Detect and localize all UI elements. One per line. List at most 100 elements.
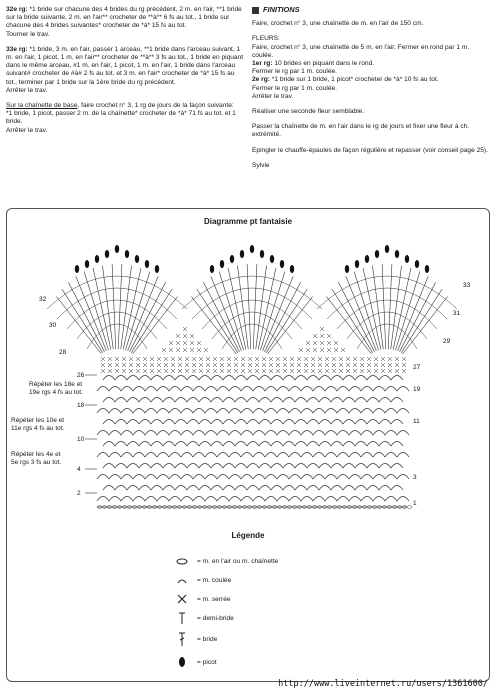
fan-treble bbox=[196, 288, 239, 354]
mesh-arc-row bbox=[96, 452, 410, 458]
row-number-left: 18 bbox=[77, 402, 85, 409]
chain-stitch bbox=[182, 505, 187, 509]
chain-stitch bbox=[127, 505, 132, 509]
sc-cross bbox=[345, 356, 351, 362]
fan-treble bbox=[345, 276, 377, 352]
sc-cross bbox=[198, 362, 204, 368]
sc-cross bbox=[338, 362, 344, 368]
chain-stitch bbox=[317, 505, 322, 509]
sc-cross bbox=[319, 333, 325, 339]
sc-cross bbox=[184, 368, 190, 374]
sc-cross bbox=[359, 368, 365, 374]
fan-treble bbox=[397, 276, 429, 352]
sc-cross bbox=[198, 356, 204, 362]
fan-treble bbox=[255, 265, 267, 350]
sc-cross bbox=[128, 362, 134, 368]
sc-cross bbox=[338, 368, 344, 374]
fan-arch bbox=[316, 275, 458, 310]
fan-arch bbox=[211, 311, 293, 340]
fan-treble bbox=[260, 271, 286, 351]
sc-cross bbox=[121, 362, 127, 368]
chain-stitch bbox=[112, 505, 117, 509]
fan-treble bbox=[191, 296, 237, 355]
mesh-arc-row bbox=[96, 430, 410, 436]
legend-picot: = picot bbox=[167, 657, 217, 667]
row32-text: *1 bride sur chacune des 4 brides du rg … bbox=[6, 6, 242, 30]
picot bbox=[229, 255, 235, 263]
chain-stitch bbox=[347, 505, 352, 509]
sc-cross bbox=[401, 362, 407, 368]
chain-stitch bbox=[262, 505, 267, 509]
chain-stitch bbox=[222, 505, 227, 509]
chain-stitch bbox=[337, 505, 342, 509]
sc-cross bbox=[177, 362, 183, 368]
chain-stitch bbox=[407, 505, 412, 509]
sc-cross bbox=[387, 356, 393, 362]
sc-cross bbox=[156, 362, 162, 368]
sc-cross bbox=[163, 368, 169, 374]
chain-stitch bbox=[247, 505, 252, 509]
sc-cross bbox=[333, 340, 339, 346]
row33-text: *1 bride, 3 m. en l'air, passer 1 arceau… bbox=[6, 45, 244, 86]
picot bbox=[209, 265, 215, 273]
fan-arch bbox=[346, 311, 428, 340]
sc-cross bbox=[380, 362, 386, 368]
sc-cross bbox=[268, 368, 274, 374]
round1-end: Fermer le rg par 1 m. coulée. bbox=[252, 68, 338, 76]
sc-cross bbox=[275, 362, 281, 368]
chain-stitch bbox=[202, 505, 207, 509]
sc-cross bbox=[191, 356, 197, 362]
sc-cross bbox=[156, 356, 162, 362]
sc-cross bbox=[175, 340, 181, 346]
sc-cross bbox=[324, 356, 330, 362]
chain-stitch bbox=[197, 505, 202, 509]
chain-stitch bbox=[312, 505, 317, 509]
sc-cross bbox=[161, 347, 167, 353]
chain-stitch bbox=[117, 505, 122, 509]
sc-cross bbox=[345, 368, 351, 374]
picot bbox=[249, 245, 255, 253]
sc-cross bbox=[282, 368, 288, 374]
fan-arch bbox=[201, 299, 303, 330]
sc-cross bbox=[191, 368, 197, 374]
fan-treble bbox=[395, 271, 421, 351]
picot bbox=[269, 255, 275, 263]
sc-cross bbox=[247, 362, 253, 368]
sc-cross bbox=[149, 356, 155, 362]
flowers-title: FLEURS: bbox=[252, 35, 280, 43]
chain-stitch bbox=[107, 505, 112, 509]
sc-cross bbox=[275, 356, 281, 362]
sc-cross bbox=[226, 356, 232, 362]
fan-arch bbox=[86, 323, 148, 350]
fan-treble bbox=[132, 296, 178, 355]
mesh-arc-row bbox=[102, 441, 404, 447]
fan-treble bbox=[353, 271, 379, 351]
sc-cross bbox=[373, 362, 379, 368]
sc-cross bbox=[163, 356, 169, 362]
sc-cross bbox=[182, 326, 188, 332]
sc-cross bbox=[317, 368, 323, 374]
sc-cross bbox=[254, 368, 260, 374]
chain-stitch bbox=[237, 505, 242, 509]
sc-cross bbox=[326, 347, 332, 353]
row-number-left: 32 bbox=[39, 296, 47, 303]
chain-stitch bbox=[307, 505, 312, 509]
chain-oval-icon bbox=[167, 558, 197, 565]
diagram-title: Diagramme pt fantaisie bbox=[203, 217, 293, 226]
sc-cross bbox=[170, 356, 176, 362]
fan-treble bbox=[210, 276, 242, 352]
sc-cross bbox=[394, 368, 400, 374]
chain-stitch bbox=[177, 505, 182, 509]
sc-cross bbox=[212, 356, 218, 362]
sc-cross bbox=[289, 368, 295, 374]
chain-stitch bbox=[152, 505, 157, 509]
sc-cross bbox=[189, 333, 195, 339]
sc-cross bbox=[303, 368, 309, 374]
sc-cross bbox=[168, 340, 174, 346]
sc-cross bbox=[261, 362, 267, 368]
sc-cross bbox=[373, 368, 379, 374]
sc-cross bbox=[219, 362, 225, 368]
chain-stitch bbox=[282, 505, 287, 509]
